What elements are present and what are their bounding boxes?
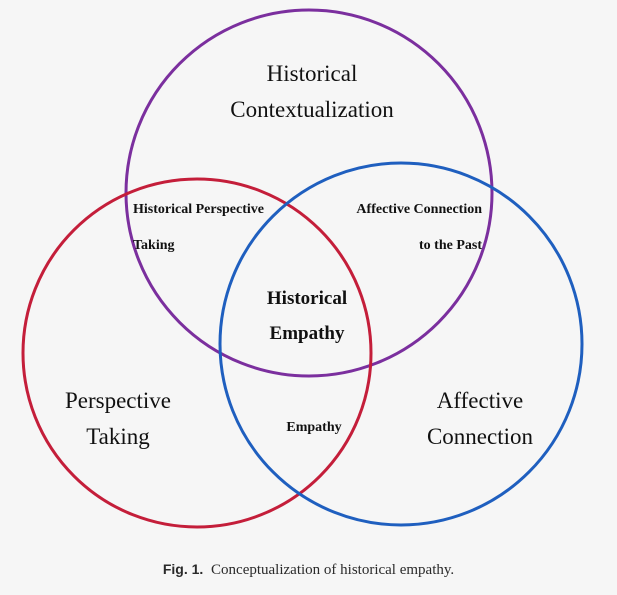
label-affective-connection-line1: Affective: [437, 388, 523, 413]
figure-caption: Fig. 1. Conceptualization of historical …: [0, 561, 617, 579]
label-historical-contextualization-line1: Historical: [267, 61, 358, 86]
label-historical-empathy-line2: Empathy: [270, 323, 345, 344]
label-affective-connection-line2: Connection: [427, 424, 534, 449]
label-historical-perspective-taking-line1: Historical Perspective: [133, 202, 264, 217]
figure-caption-text: Conceptualization of historical empathy.: [211, 562, 455, 578]
label-affective-connection-past-line2: to the Past: [419, 238, 482, 253]
circle-affective-connection: [218, 161, 584, 527]
label-perspective-taking-line2: Taking: [86, 424, 150, 449]
label-historical-perspective-taking-line2: Taking: [133, 238, 175, 253]
label-affective-connection-past-line1: Affective Connection: [356, 202, 482, 217]
label-historical-contextualization-line2: Contextualization: [230, 97, 394, 122]
label-historical-empathy-line1: Historical: [267, 288, 347, 309]
label-perspective-taking-line1: Perspective: [65, 388, 171, 413]
circle-perspective-taking: [21, 177, 373, 529]
label-empathy: Empathy: [286, 420, 341, 435]
figure-number: Fig. 1.: [162, 561, 204, 577]
